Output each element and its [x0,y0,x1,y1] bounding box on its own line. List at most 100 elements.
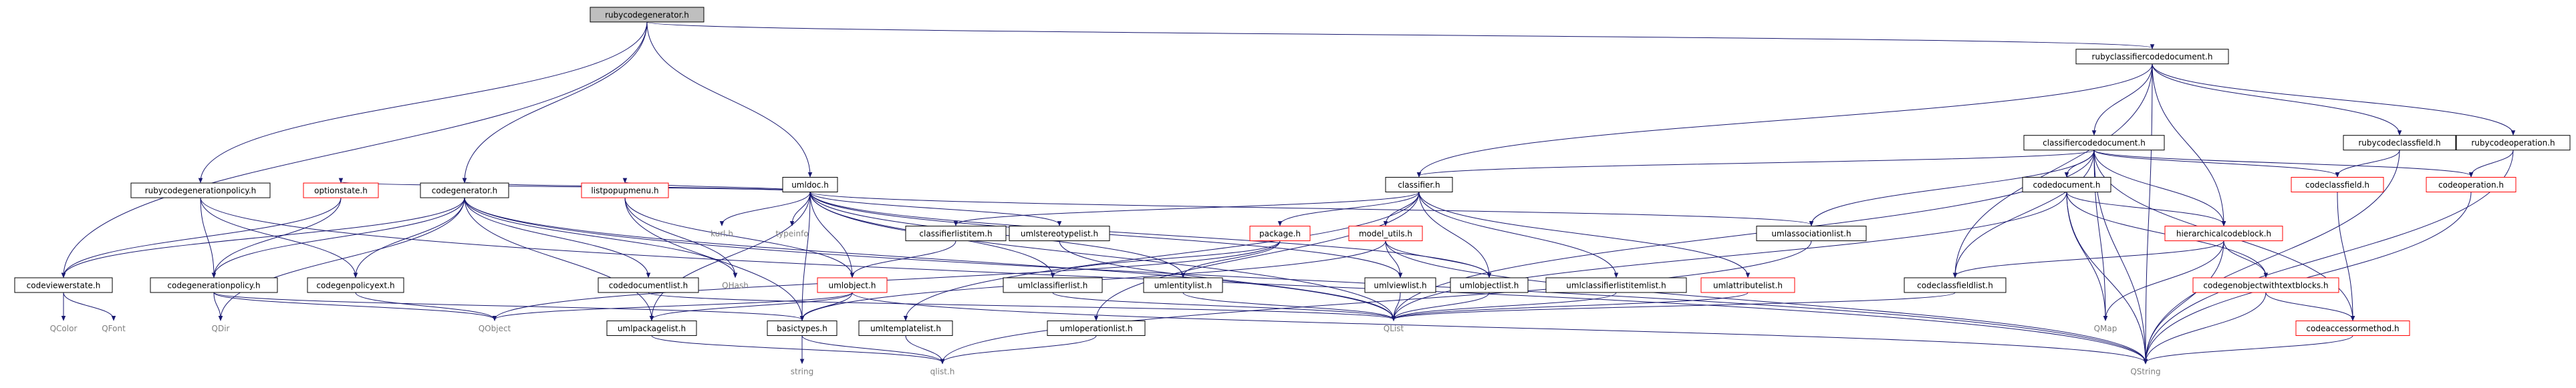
node-umlclassifierlist-h[interactable]: umlclassifierlist.h [1003,277,1103,293]
node-label: basictypes.h [777,324,827,333]
edge-rubyclassifiercodedocument_h-to-hierarchicalcodeblock_h [2152,63,2224,225]
edge-classifierlistitem_h-to-umlobject_h [852,240,956,277]
node-optionstate-h[interactable]: optionstate.h [303,182,379,198]
edge-umldoc_h-to-optionstate_h [340,181,811,192]
arrowhead-codegenerationpolicy_h-to-QDir [218,315,223,321]
arrowhead-hierarchicalcodeblock_h-to-codeclassfieldlist_h [1952,272,1958,278]
node-umltemplatelist-h[interactable]: umltemplatelist.h [858,320,953,336]
node-rubycodeoperation-h[interactable]: rubycodeoperation.h [2456,135,2571,151]
node-rubyclassifiercodedocument-h[interactable]: rubyclassifiercodedocument.h [2075,49,2229,65]
node-codeaccessormethod-h[interactable]: codeaccessormethod.h [2295,320,2410,336]
node-box [2192,277,2339,293]
node-codedocumentlist-h[interactable]: codedocumentlist.h [598,277,699,293]
node-QString: QString [2130,367,2160,376]
edge-classifier_h-to-umlobjectlist_h [1418,192,1490,276]
arrowhead-rubyclassifiercodedocument_h-to-classifiercodedocument_h [2091,130,2097,136]
node-umlassociationlist-h[interactable]: umlassociationlist.h [1756,226,1867,242]
node-box [1249,226,1311,242]
arrowhead-classifiercodedocument_h-to-classifier_h [1416,172,1422,178]
edge-codegenerator_h-to-QDir [220,198,465,320]
edge-rubycodegenerator_h-to-rubycodegenerationpolicy_h [200,21,648,182]
edge-package_h-to-umlentitylist_h [1182,240,1281,277]
node-box [606,320,697,336]
edge-rubycodegenerator_h-to-codeviewerstate_h [63,21,648,276]
edge-hierarchicalcodeblock_h-to-codegenobjectwithtextblocks_h [2223,240,2267,277]
arrowhead-rubyclassifiercodedocument_h-to-rubycodeclassfield_h [2397,130,2402,136]
edge-codeaccessormethod_h-to-QString [2145,335,2353,363]
node-codegenobjectwithtextblocks-h[interactable]: codegenobjectwithtextblocks.h [2192,277,2339,293]
edge-umlobject_h-to-umlpackagelist_h [651,292,853,320]
node-label: umltemplatelist.h [870,324,941,333]
node-label: rubycodeoperation.h [2471,138,2555,148]
arrowhead-listpopupmenu_h-to-QHash [733,272,738,278]
node-classifierlistitem-h[interactable]: classifierlistitem.h [905,226,1007,242]
node-box [1450,277,1529,293]
edge-umlclassifierlistitemlist_h-to-QList [1393,292,1617,320]
edge-umldoc_h-to-basictypes_h [801,192,811,320]
node-label: umlentitylist.h [1154,280,1212,290]
node-box [905,226,1007,242]
node-umloperationlist-h[interactable]: umloperationlist.h [1047,320,1146,336]
node-umlstereotypelist-h[interactable]: umlstereotypelist.h [1009,226,1110,242]
node-label: classifier.h [1398,180,1440,190]
arrowhead-umlobject_h-to-umlpackagelist_h [649,315,654,321]
node-label: umlclassifierlistitemlist.h [1566,280,1666,290]
edge-codedocument_h-to-hierarchicalcodeblock_h [2066,192,2224,225]
node-codedocument-h[interactable]: codedocument.h [2022,176,2111,192]
edge-basictypes_h-to-qlist_h [801,335,943,363]
node-listpopupmenu-h[interactable]: listpopupmenu.h [581,182,669,198]
node-label: qlist.h [930,367,955,376]
node-umlobjectlist-h[interactable]: umlobjectlist.h [1450,277,1529,293]
edge-rubycodeclassfield_h-to-codeclassfield_h [2337,150,2400,176]
node-codeclassfieldlist-h[interactable]: codeclassfieldlist.h [1904,277,2007,293]
arrowhead-rubyclassifiercodedocument_h-to-rubycodeoperation_h [2510,130,2516,136]
node-basictypes-h[interactable]: basictypes.h [767,320,838,336]
edge-codeoperation_h-to-QString [2145,192,2472,363]
node-label: codegenpolicyext.h [316,280,394,290]
node-box [1756,226,1867,242]
node-codeoperation-h[interactable]: codeoperation.h [2426,176,2517,192]
node-umlentitylist-h[interactable]: umlentitylist.h [1143,277,1223,293]
node-classifier-h[interactable]: classifier.h [1385,176,1453,192]
node-umlobject-h[interactable]: umlobject.h [817,277,888,293]
node-rubycodegenerator-h[interactable]: rubycodegenerator.h [590,7,704,23]
node-rubycodeclassfield-h[interactable]: rubycodeclassfield.h [2343,135,2456,151]
arrowhead-codegenerator_h-to-codegenpolicyext_h [353,272,358,278]
node-codegenerationpolicy-h[interactable]: codegenerationpolicy.h [150,277,278,293]
node-rubycodegenerationpolicy-h[interactable]: rubycodegenerationpolicy.h [130,182,271,198]
node-umlviewlist-h[interactable]: umlviewlist.h [1364,277,1436,293]
node-label: codeclassfieldlist.h [1917,280,1993,290]
arrowhead-codedocument_h-to-hierarchicalcodeblock_h [2221,221,2226,226]
node-box [307,277,404,293]
node-box [1003,277,1103,293]
arrowhead-classifier_h-to-umlclassifierlistitemlist_h [1614,272,1619,278]
arrowhead-classifier_h-to-package_h [1277,221,1283,226]
node-label: optionstate.h [314,186,368,196]
node-label: QString [2130,367,2160,376]
node-codeclassfield-h[interactable]: codeclassfield.h [2291,176,2384,192]
node-hierarchicalcodeblock-h[interactable]: hierarchicalcodeblock.h [2164,226,2283,242]
node-label: umlclassifierlist.h [1018,280,1088,290]
node-umlattributelist-h[interactable]: umlattributelist.h [1700,277,1795,293]
node-box [14,277,113,293]
node-codegenpolicyext-h[interactable]: codegenpolicyext.h [307,277,404,293]
node-codeviewerstate-h[interactable]: codeviewerstate.h [14,277,113,293]
edge-umlentitylist_h-to-QList [1182,292,1394,320]
edge-umltemplatelist_h-to-qlist_h [905,335,943,363]
node-classifiercodedocument-h[interactable]: classifiercodedocument.h [2023,135,2165,151]
node-umlpackagelist-h[interactable]: umlpackagelist.h [606,320,697,336]
node-box [1348,226,1423,242]
node-umldoc-h[interactable]: umldoc.h [782,176,838,192]
node-codegenerator-h[interactable]: codegenerator.h [420,182,509,198]
edge-classifier_h-to-umloperationlist_h [1096,192,1420,320]
node-label: QObject [479,324,511,333]
arrowhead-umldoc_h-to-optionstate_h [338,178,344,184]
node-box [817,277,888,293]
node-typeinfo: typeinfo [775,229,808,238]
edge-codeclassfieldlist_h-to-QList [1393,292,1956,320]
node-umlclassifierlistitemlist-h[interactable]: umlclassifierlistitemlist.h [1545,277,1687,293]
arrowhead-umldoc_h-to-typeinfo [789,221,795,226]
edge-umlobject_h-to-QObject [494,292,853,320]
node-model-utils-h[interactable]: model_utils.h [1348,226,1423,242]
node-package-h[interactable]: package.h [1249,226,1311,242]
